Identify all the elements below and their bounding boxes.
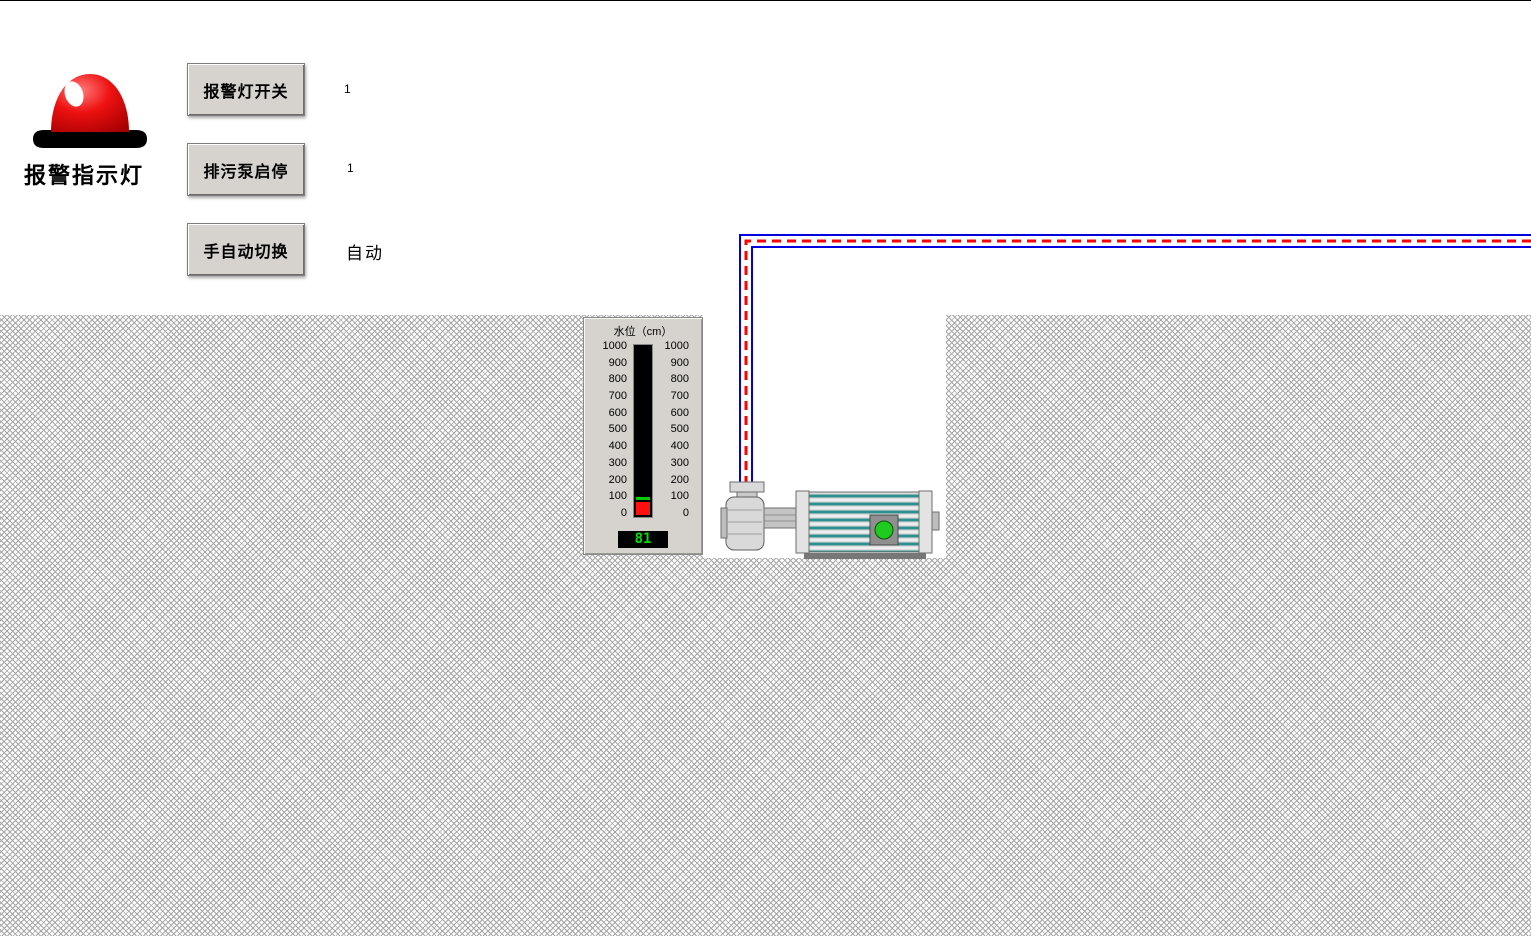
tick-label: 1000 [664,340,689,352]
tick-label: 0 [682,506,689,519]
motor-body [808,491,920,553]
tick-label: 500 [608,423,627,436]
water-level-gauge: 水位（cm） 1000 900 800 700 600 500 400 300 … [583,317,703,555]
motor-base [804,553,926,559]
gauge-ticks-right: 1000 900 800 700 600 500 400 300 200 100… [655,341,689,519]
tick-label: 400 [670,440,689,453]
pump-housing [725,496,765,551]
tick-label: 800 [608,373,627,386]
tick-label: 800 [670,373,689,386]
pipe [739,234,1531,490]
pump-motor [720,481,940,559]
tick-label: 200 [670,473,689,486]
tick-label: 100 [608,490,627,503]
tick-label: 100 [670,490,689,503]
gauge-scale: 1000 900 800 700 600 500 400 300 200 100… [584,341,702,519]
tick-label: 600 [608,406,627,419]
tick-label: 0 [620,506,627,519]
tick-label: 900 [608,356,627,369]
tick-label: 300 [670,456,689,469]
tick-label: 700 [670,390,689,403]
gauge-track [633,344,653,518]
alarm-light-switch-button[interactable]: 报警灯开关 [187,63,305,116]
pump-running-indicator [874,520,894,540]
tick-label: 500 [670,423,689,436]
manual-auto-switch-value: 自动 [346,244,384,263]
tick-label: 400 [608,440,627,453]
tick-label: 900 [670,356,689,369]
tick-label: 600 [670,406,689,419]
tick-label: 700 [608,390,627,403]
gauge-ticks-left: 1000 900 800 700 600 500 400 300 200 100… [597,341,631,519]
tick-label: 200 [608,473,627,486]
gauge-level-fill [636,502,650,515]
alarm-lamp-icon [33,74,147,148]
gauge-level-marker [636,497,650,500]
sewage-pump-start-stop-value: 1 [347,161,354,175]
manual-auto-switch-button[interactable]: 手自动切换 [187,223,305,276]
pump-shaft [763,507,799,529]
tick-label: 1000 [602,340,627,352]
sewage-pump-start-stop-button[interactable]: 排污泵启停 [187,143,305,196]
alarm-light-switch-value: 1 [344,82,351,96]
alarm-lamp-label: 报警指示灯 [23,163,144,188]
gauge-value-display: 81 [618,531,668,548]
tick-label: 300 [608,456,627,469]
pump-inlet-flange [729,481,765,493]
gauge-title: 水位（cm） [613,326,673,338]
top-border-line [0,0,1531,1]
